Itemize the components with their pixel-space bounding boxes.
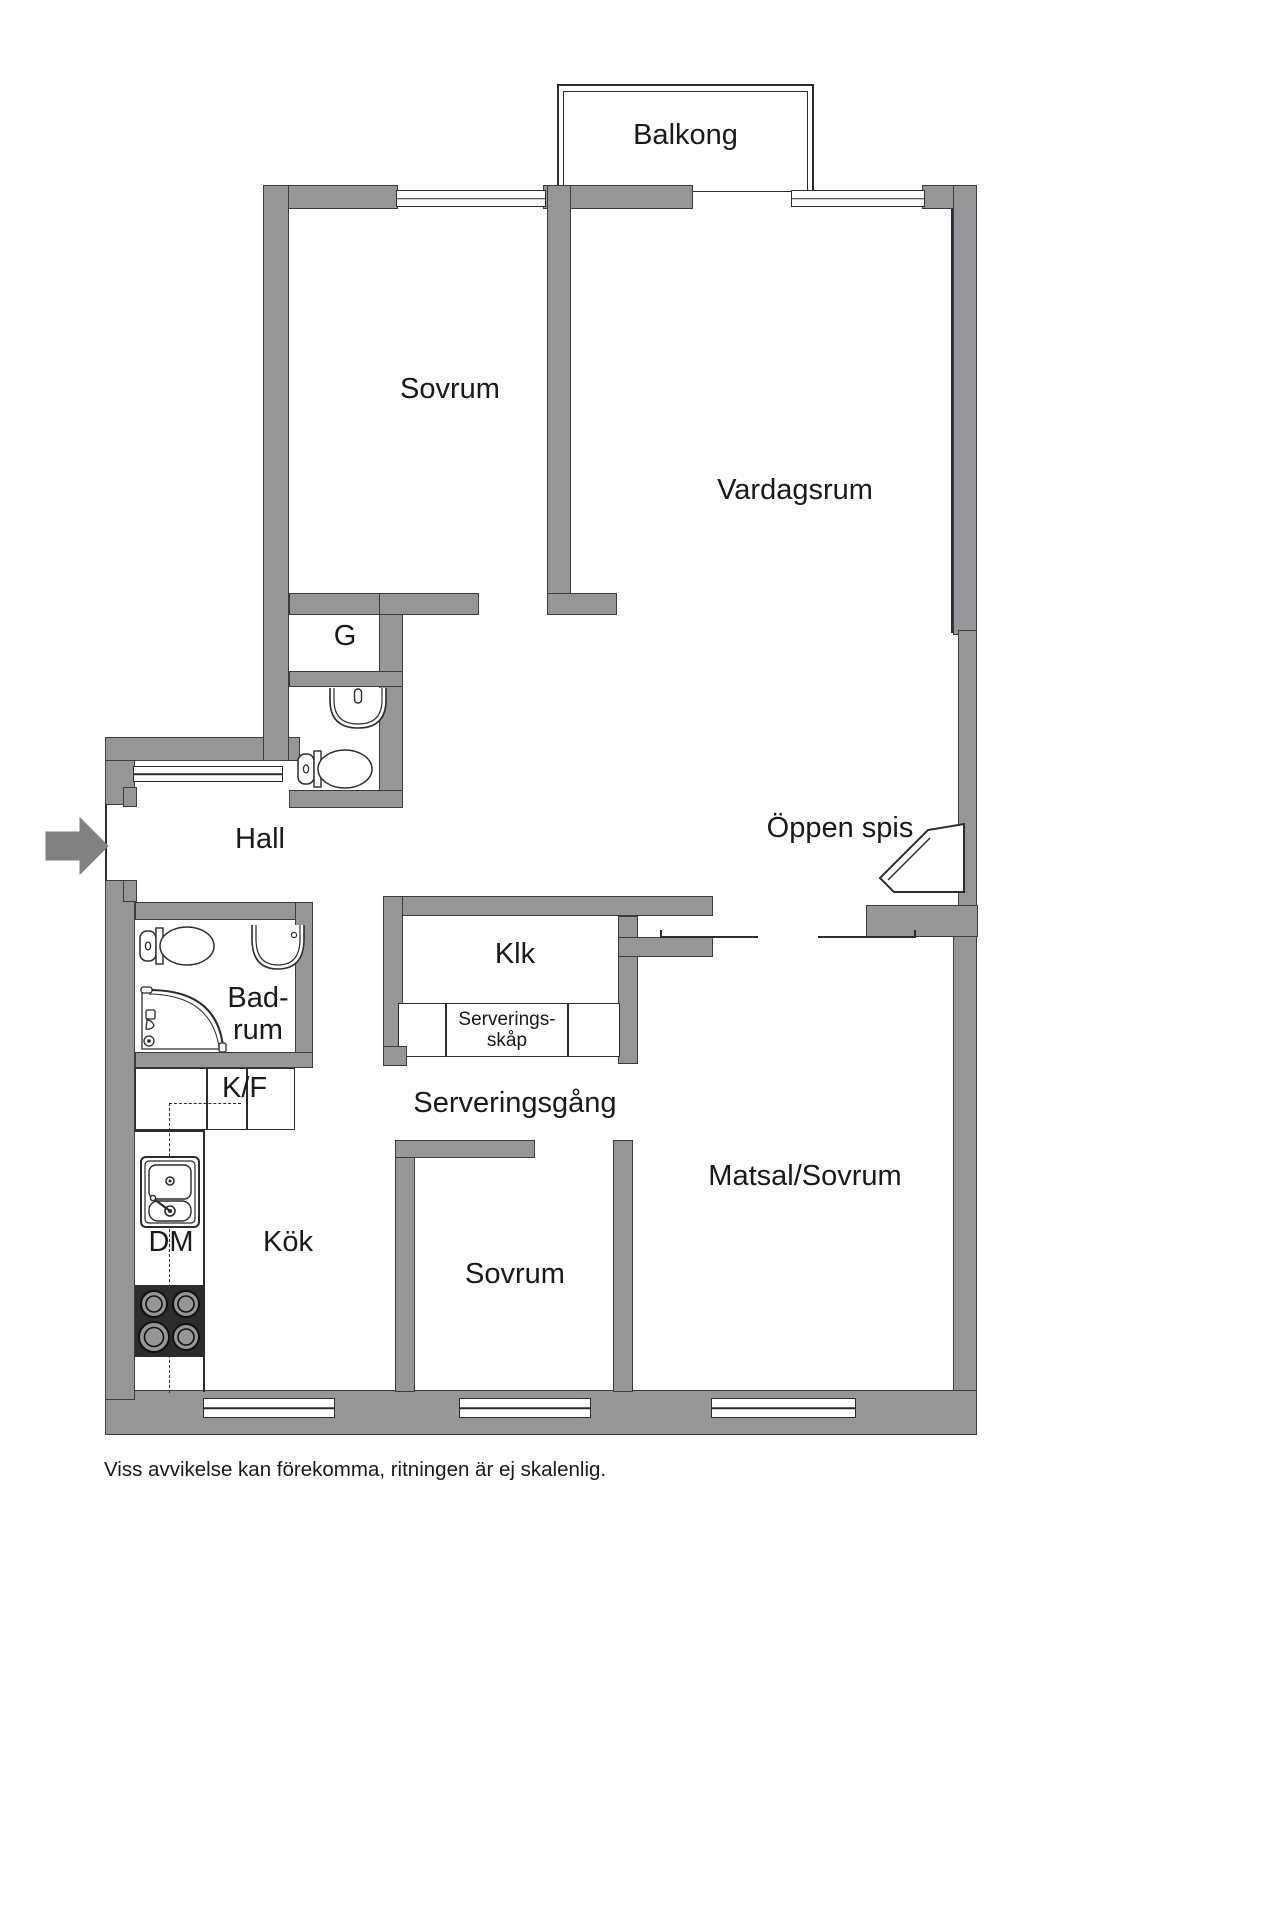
klk-door-stub-right bbox=[660, 930, 662, 938]
window-sovrum-south bbox=[459, 1398, 591, 1418]
wall-oppenspis-bottom bbox=[866, 905, 978, 937]
wall-left-entry-notch-bottom bbox=[123, 880, 137, 902]
wall-left-lower bbox=[105, 880, 135, 1400]
room-label-klk: Klk bbox=[494, 938, 536, 970]
room-label-kf: K/F bbox=[222, 1072, 268, 1104]
room-label-sovrum-nord: Sovrum bbox=[400, 373, 500, 405]
wall-sovrum-se-stub bbox=[547, 593, 617, 615]
wall-sovrum-syd-top bbox=[395, 1140, 535, 1158]
wall-west-sovrum bbox=[263, 185, 289, 761]
room-label-dm: DM bbox=[148, 1226, 194, 1258]
window-sovrum-north bbox=[396, 190, 546, 207]
wall-badrum-top bbox=[135, 902, 313, 920]
kf-cabinet-right bbox=[247, 1068, 295, 1130]
room-label-serveringsgang: Serveringsgång bbox=[413, 1087, 617, 1119]
plan-disclaimer-caption: Viss avvikelse kan förekomma, ritningen … bbox=[104, 1458, 607, 1481]
kitchen-centerline bbox=[169, 1103, 170, 1393]
kitchen-upper-cabinet-line bbox=[169, 1103, 241, 1104]
window-matsal-south bbox=[711, 1398, 856, 1418]
room-label-kok: Kök bbox=[263, 1226, 313, 1258]
wall-g-east-stub bbox=[379, 593, 479, 615]
kf-cabinet-mid bbox=[207, 1068, 247, 1130]
wall-right-lower bbox=[953, 935, 977, 1435]
wc-washbasin-icon bbox=[329, 688, 387, 729]
kitchen-counter-edge bbox=[203, 1130, 205, 1392]
wall-right-upper bbox=[953, 185, 977, 635]
bathroom-washbasin-icon bbox=[251, 925, 305, 970]
kf-cabinet-left bbox=[135, 1068, 207, 1130]
klk-door-line-right bbox=[660, 936, 758, 938]
window-vardagsrum-north bbox=[791, 190, 925, 207]
oppenspis-door-stub-left bbox=[914, 930, 916, 938]
kitchen-counter-top-edge bbox=[135, 1130, 205, 1132]
window-kok-south bbox=[203, 1398, 335, 1418]
balcony-inner-outline bbox=[563, 91, 808, 192]
wall-g-south bbox=[289, 671, 403, 687]
room-label-vardagsrum: Vardagsrum bbox=[717, 474, 873, 506]
entrance-arrow-icon bbox=[45, 816, 109, 876]
corner-fireplace-icon bbox=[878, 822, 965, 893]
kitchen-stove-icon bbox=[135, 1285, 205, 1357]
room-label-balkong: Balkong bbox=[633, 119, 738, 151]
oppenspis-door-line-left bbox=[818, 936, 916, 938]
wall-klk-top bbox=[383, 896, 713, 916]
bathroom-toilet-icon bbox=[139, 926, 215, 966]
wall-klk-east-top bbox=[618, 937, 713, 957]
room-label-garderob: G bbox=[333, 620, 357, 652]
serveringsskap-cabinet-right bbox=[568, 1003, 620, 1057]
room-label-matsal-sovrum: Matsal/Sovrum bbox=[708, 1160, 902, 1192]
wc-toilet-icon bbox=[297, 749, 373, 789]
serveringsskap-cabinet-mid bbox=[446, 1003, 568, 1057]
room-label-hall: Hall bbox=[235, 823, 285, 855]
hall-wall-edge bbox=[105, 805, 107, 881]
room-label-sovrum-syd: Sovrum bbox=[465, 1258, 565, 1290]
wall-sovrum-east bbox=[547, 185, 571, 615]
wall-sovrum-syd-east bbox=[613, 1140, 633, 1392]
room-label-oppen-spis: Öppen spis bbox=[766, 812, 914, 844]
bathroom-shower-icon bbox=[140, 986, 227, 1053]
inner-edge-right-upper bbox=[951, 209, 953, 633]
kitchen-sink-icon bbox=[140, 1156, 200, 1228]
room-label-badrum: Bad- rum bbox=[227, 982, 289, 1047]
wall-wc-south bbox=[289, 790, 403, 808]
wall-serveringsskap-bottom bbox=[383, 1046, 407, 1066]
window-hall-west bbox=[133, 766, 283, 782]
wall-left-entry-notch-top bbox=[123, 787, 137, 807]
room-label-serveringsskap: Serverings- skåp bbox=[458, 1009, 556, 1052]
wall-badrum-bottom bbox=[135, 1052, 313, 1068]
